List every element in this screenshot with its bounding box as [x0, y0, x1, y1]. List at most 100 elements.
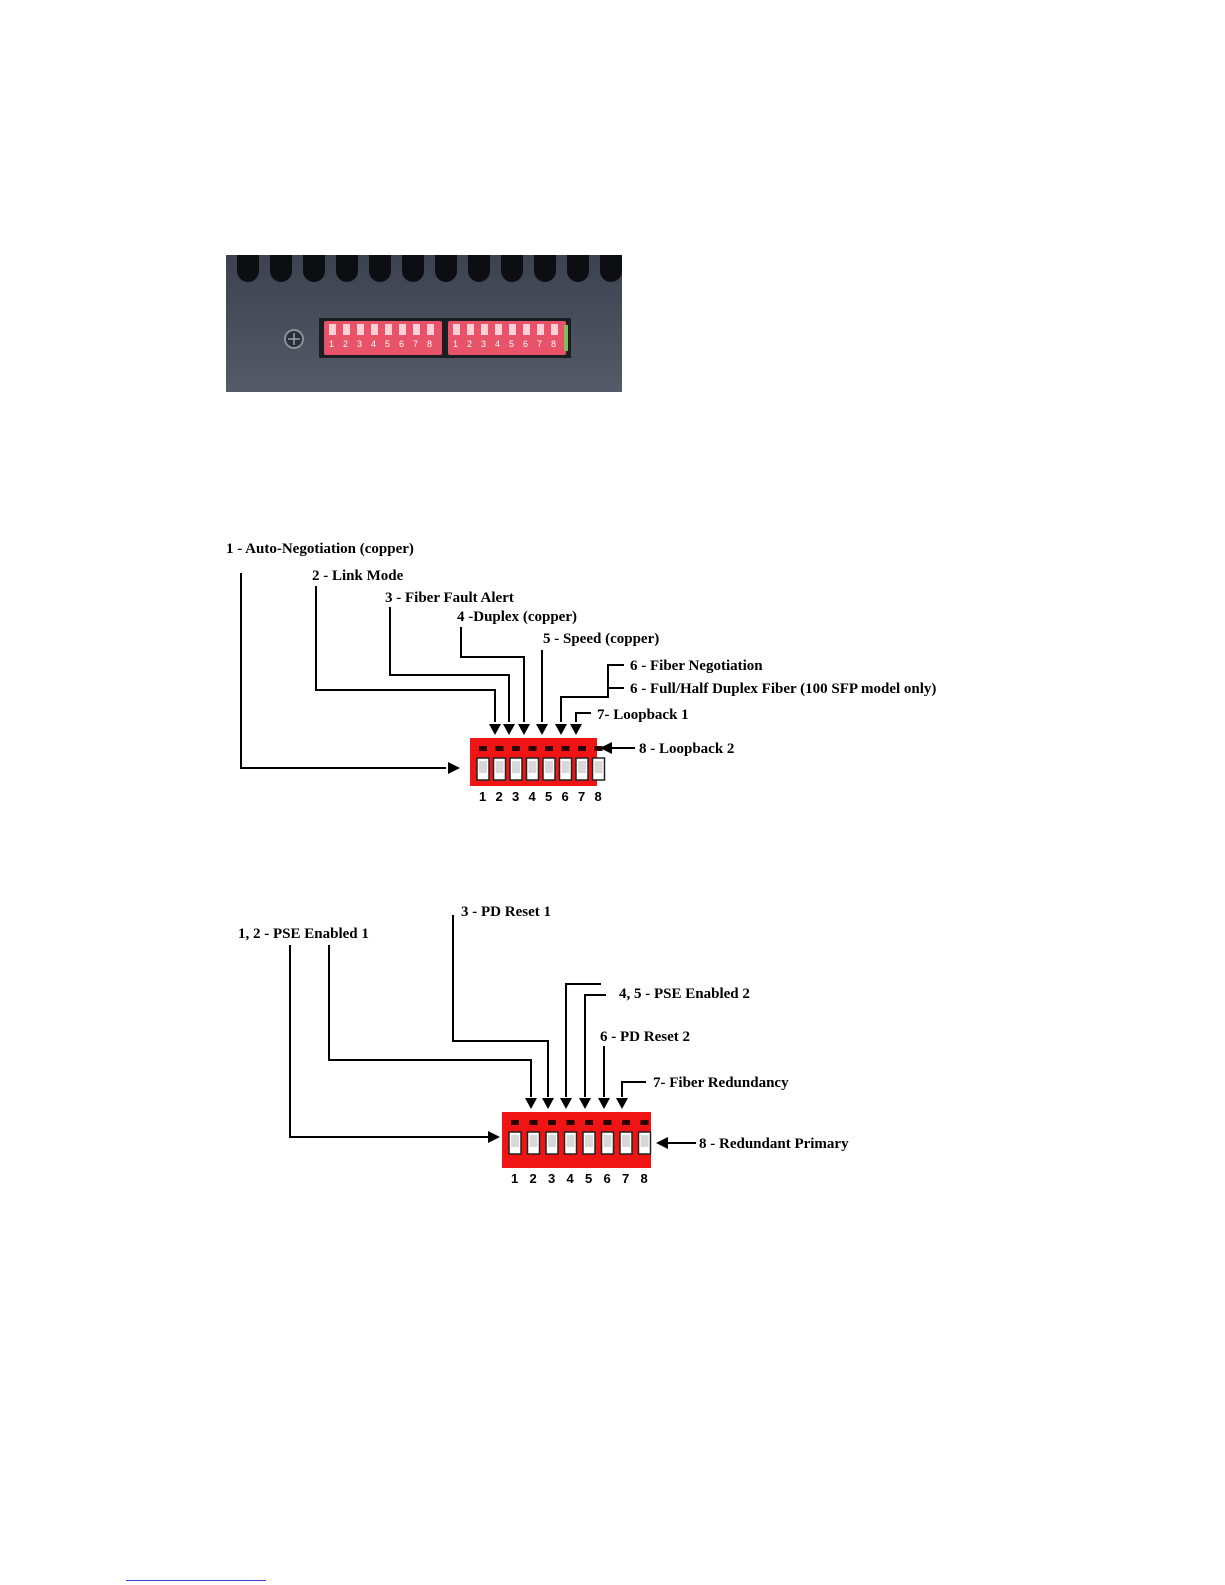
- switch-indicator: [479, 746, 487, 751]
- switch-indicator: [548, 1120, 556, 1125]
- switch-lever-shade: [479, 761, 487, 773]
- dip-lever: [523, 324, 530, 335]
- switch-lever-shade: [512, 761, 520, 773]
- dip-lever: [537, 324, 544, 335]
- dip-number: 6: [399, 339, 404, 349]
- callout-line: [328, 945, 532, 1097]
- switch-lever-shade: [603, 1135, 612, 1147]
- vent-slot: [468, 255, 490, 282]
- callout-line: [289, 945, 488, 1138]
- vent-slot: [567, 255, 589, 282]
- arrowhead: [448, 762, 460, 774]
- dip-lever: [509, 324, 516, 335]
- vent-slot: [237, 255, 259, 282]
- dip-lever: [413, 324, 420, 335]
- callout-line: [565, 983, 601, 1097]
- label-fiber-fault-alert: 3 - Fiber Fault Alert: [385, 590, 514, 606]
- callout-lines: [289, 915, 696, 1149]
- arrowhead: [656, 1137, 668, 1149]
- dip-lever: [357, 324, 364, 335]
- switch-number: 2: [530, 1171, 537, 1186]
- vent-slots: [237, 255, 622, 282]
- dip-lever: [551, 324, 558, 335]
- vent-slot: [369, 255, 391, 282]
- label-fiber-negotiation: 6 - Fiber Negotiation: [630, 658, 763, 674]
- dip-lever: [329, 324, 336, 335]
- dip-number: 8: [551, 339, 556, 349]
- callout-line: [240, 573, 446, 769]
- label-speed-copper: 5 - Speed (copper): [543, 631, 659, 647]
- switch-lever-shade: [511, 1135, 519, 1147]
- switch-indicator: [529, 1120, 538, 1125]
- switch-number: 3: [548, 1171, 555, 1186]
- switch-number: 8: [595, 789, 602, 804]
- switch-number: 1: [511, 1171, 518, 1186]
- dip-bank-body: [324, 321, 442, 355]
- dip-number: 2: [343, 339, 348, 349]
- label-auto-negotiation: 1 - Auto-Negotiation (copper): [226, 541, 414, 557]
- switch-lever-shade: [561, 761, 570, 773]
- dip-number: 7: [413, 339, 418, 349]
- led-indicator: [564, 325, 568, 351]
- callout-lines: [240, 573, 635, 774]
- switch-number: 7: [578, 789, 585, 804]
- vent-slot: [270, 255, 292, 282]
- vent-slot: [336, 255, 358, 282]
- dip-lever: [453, 324, 460, 335]
- switch-indicator: [545, 746, 553, 751]
- switch-lever-shade: [640, 1135, 649, 1147]
- callout-line: [584, 994, 606, 1097]
- switch-number: 7: [622, 1171, 629, 1186]
- switch-lever-shade: [594, 761, 603, 773]
- arrowhead: [542, 1098, 554, 1109]
- label-redundant-primary: 8 - Redundant Primary: [699, 1136, 849, 1152]
- switch-indicator: [495, 746, 504, 751]
- dip-lever: [481, 324, 488, 335]
- label-duplex-copper: 4 -Duplex (copper): [457, 609, 577, 625]
- switch-indicator: [640, 1120, 649, 1125]
- dip-lever: [495, 324, 502, 335]
- dip-number: 4: [495, 339, 500, 349]
- vent-slot: [534, 255, 556, 282]
- switch-number: 1: [479, 789, 486, 804]
- callout-line: [575, 712, 591, 722]
- callout-line: [460, 627, 525, 722]
- callout-line: [621, 1081, 646, 1097]
- footer-rule: [126, 1580, 266, 1581]
- switch-number: 2: [496, 789, 503, 804]
- label-pse-enabled-1: 1, 2 - PSE Enabled 1: [238, 926, 369, 942]
- label-pd-reset-1: 3 - PD Reset 1: [461, 904, 551, 920]
- switch-indicator: [528, 746, 537, 751]
- arrowhead: [489, 724, 501, 735]
- dip-lever: [399, 324, 406, 335]
- callout-line: [389, 607, 510, 722]
- switch-indicator: [511, 1120, 519, 1125]
- label-link-mode: 2 - Link Mode: [312, 568, 404, 584]
- arrowhead: [518, 724, 530, 735]
- dip-number: 3: [357, 339, 362, 349]
- switch-lever-shade: [495, 761, 504, 773]
- switch-indicator: [512, 746, 520, 751]
- vent-slot: [303, 255, 325, 282]
- callout-line: [315, 586, 496, 722]
- dip-lever: [385, 324, 392, 335]
- arrowhead: [560, 1098, 572, 1109]
- switch-number: 4: [529, 789, 537, 804]
- dip-number: 1: [453, 339, 458, 349]
- dip-lever: [371, 324, 378, 335]
- dip-lever: [427, 324, 434, 335]
- switch-lever-shade: [529, 1135, 538, 1147]
- arrowhead: [600, 742, 612, 754]
- switch-number: 5: [585, 1171, 592, 1186]
- arrowhead: [555, 724, 567, 735]
- dip-number: 1: [329, 339, 334, 349]
- screw-icon: [284, 329, 304, 349]
- arrowhead: [488, 1131, 500, 1143]
- dip-number: 6: [523, 339, 528, 349]
- switch-lever-shade: [578, 761, 586, 773]
